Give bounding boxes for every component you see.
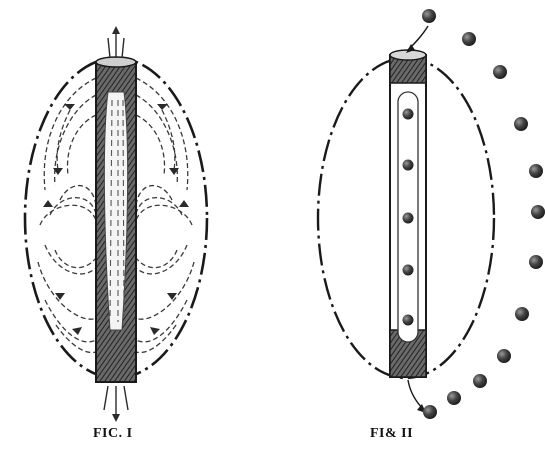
figure-1-caption: FIC. I [93,426,133,442]
figure-2-caption: FI& II [370,426,413,442]
figure-2 [318,9,545,419]
figure-1 [25,26,207,422]
tube-1 [96,57,136,382]
